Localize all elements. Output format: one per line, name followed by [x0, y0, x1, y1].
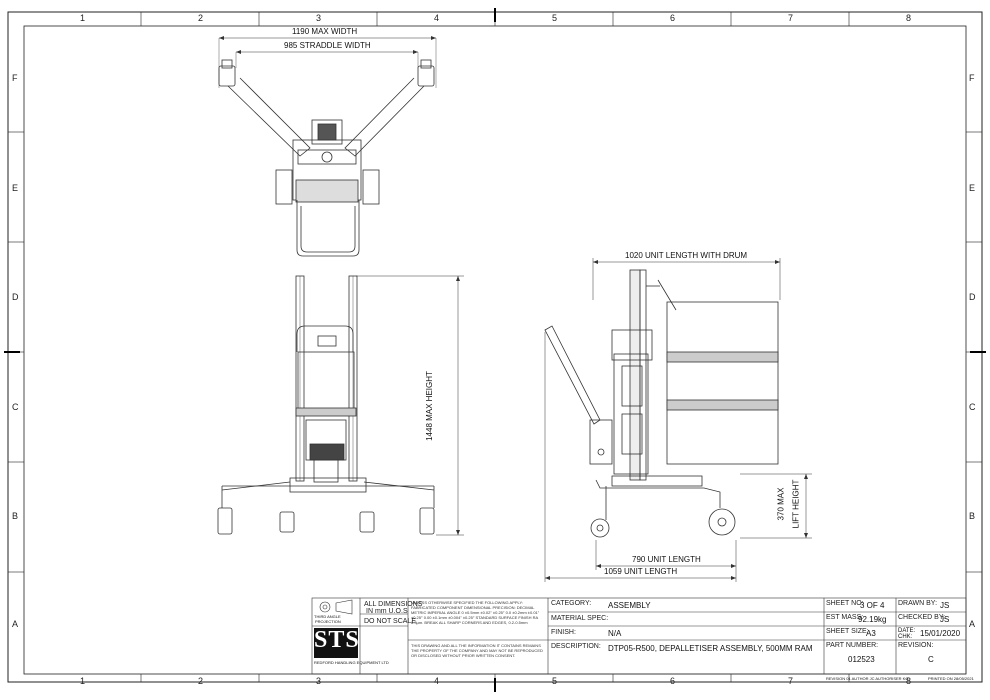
zone-col-3-bottom: 3	[316, 676, 322, 686]
date-value: 15/01/2020	[920, 629, 961, 638]
third-angle-projection-icon	[319, 599, 353, 615]
revision-note: REVISION 01 AUTHOR JC AUTHORISER KG	[826, 676, 909, 681]
zone-row-c-right: C	[969, 402, 976, 412]
outer-border	[7, 11, 983, 683]
date-label-line2: CHK:	[898, 634, 913, 640]
projection-label-line2: PROJECTION	[315, 619, 341, 624]
zone-row-b-left: B	[12, 511, 19, 521]
zone-col-1-top: 1	[80, 13, 86, 23]
inner-border	[23, 25, 967, 675]
zone-col-2-bottom: 2	[198, 676, 204, 686]
category-label: CATEGORY:	[551, 600, 592, 607]
finish-value: N/A	[608, 629, 622, 638]
description-value: DTP05-R500, DEPALLETISER ASSEMBLY, 500MM…	[608, 644, 813, 653]
dim-max-width: 1190 MAX WIDTH	[292, 27, 358, 36]
units-note-line1: ALL DIMENSIONS	[364, 601, 423, 608]
est-mass-label: EST MASS:	[826, 614, 864, 621]
projection-label-line1: THIRD ANGLE	[314, 614, 341, 619]
drawn-by-label: DRAWN BY:	[898, 600, 938, 607]
zone-col-1-bottom: 1	[80, 676, 86, 686]
zone-row-c-left: C	[12, 402, 19, 412]
zone-row-f-left: F	[12, 73, 18, 83]
zone-row-e-right: E	[969, 183, 976, 193]
zone-row-e-left: E	[12, 183, 19, 193]
zone-col-6-top: 6	[670, 13, 676, 23]
units-note-line2: IN mm U.O.S	[366, 608, 408, 615]
side-view	[544, 269, 779, 538]
zone-col-4-top: 4	[434, 13, 440, 23]
dim-unit-length-with-drum: 1020 UNIT LENGTH WITH DRUM	[625, 251, 748, 260]
zone-col-3-top: 3	[316, 13, 322, 23]
description-label: DESCRIPTION:	[551, 643, 601, 650]
zone-row-a-right: A	[969, 619, 976, 629]
sheet-no-label: SHEET NO:	[826, 600, 864, 607]
sheet-no-value: 3 OF 4	[860, 601, 885, 610]
material-label: MATERIAL SPEC:	[551, 615, 609, 622]
zone-row-d-left: D	[12, 292, 19, 302]
revision-label: REVISION:	[898, 642, 934, 649]
top-view	[218, 36, 437, 257]
drawn-by-value: JS	[940, 601, 950, 610]
company-name: REDFORD HANDLING EQUIPMENT LTD	[314, 660, 389, 665]
checked-by-label: CHECKED BY:	[898, 614, 946, 621]
side-dimensions	[544, 258, 812, 582]
zone-col-7-top: 7	[788, 13, 794, 23]
est-mass-value: 92.19kg	[858, 615, 887, 624]
zone-col-7-bottom: 7	[788, 676, 794, 686]
zone-col-5-bottom: 5	[552, 676, 558, 686]
checked-by-value: JS	[940, 615, 950, 624]
tolerance-note: UNLESS OTHERWISE SPECIFIED THE FOLLOWING…	[411, 600, 540, 625]
dim-straddle-width: 985 STRADDLE WIDTH	[284, 41, 371, 50]
zone-row-a-left: A	[12, 619, 19, 629]
height-dimension	[356, 275, 464, 536]
zone-col-4-bottom: 4	[434, 676, 440, 686]
finish-label: FINISH:	[551, 629, 576, 636]
dim-lift-height-line1: 370 MAX	[776, 487, 786, 521]
part-number-value: 012523	[848, 655, 875, 664]
do-not-scale-note: DO NOT SCALE	[364, 618, 416, 625]
revision-value: C	[928, 655, 934, 664]
sts-logo-background	[314, 628, 358, 658]
zone-ticks	[8, 12, 982, 682]
sts-logo: STS	[314, 627, 360, 653]
dim-unit-length-1059: 1059 UNIT LENGTH	[604, 567, 678, 576]
category-value: ASSEMBLY	[608, 601, 651, 610]
confidential-note: THIS DRAWING AND ALL THE INFORMATION IT …	[411, 643, 543, 658]
zone-col-5-top: 5	[552, 13, 558, 23]
part-number-label: PART NUMBER:	[826, 642, 879, 649]
dim-lift-height-line2: LIFT HEIGHT	[791, 479, 801, 529]
zone-row-f-right: F	[969, 73, 975, 83]
zone-col-8-bottom: 8	[906, 676, 912, 686]
dim-max-height: 1448 MAX HEIGHT	[424, 371, 434, 441]
sheet-size-value: A3	[866, 629, 876, 638]
front-view	[217, 275, 435, 535]
zone-col-6-bottom: 6	[670, 676, 676, 686]
zone-col-2-top: 2	[198, 13, 204, 23]
zone-row-d-right: D	[969, 292, 976, 302]
sheet-size-label: SHEET SIZE:	[826, 628, 869, 635]
zone-row-b-right: B	[969, 511, 976, 521]
date-label-line1: DATE:	[898, 628, 916, 634]
zone-col-8-top: 8	[906, 13, 912, 23]
dim-unit-length-790: 790 UNIT LENGTH	[632, 555, 701, 564]
title-block-grid	[311, 597, 967, 675]
printed-note: PRINTED ON 28/05/2021	[928, 676, 974, 681]
